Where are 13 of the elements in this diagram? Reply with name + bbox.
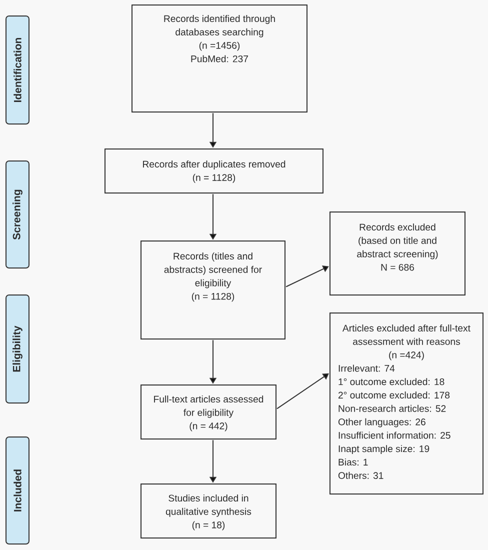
flow-box: Full-text articles assessed for eligibility (n = 442) xyxy=(140,384,276,440)
flow-box: Studies included in qualitative synthesis (n = 18) xyxy=(140,484,276,538)
arrow xyxy=(276,373,329,410)
arrow xyxy=(286,266,329,288)
exclusion-box: Records excluded (based on title and abstract screening) N = 686 xyxy=(330,212,466,296)
stage-band: Included xyxy=(6,436,30,544)
exclusion-box: Articles excluded after full-text assessment with reasons (n =424) Irrelevant: 74 1° outcome excluded: 18 2° outcome excluded: 178 Non-research articles: 52 Other languages: 26 Insufficient information: 25 Inapt sample size: 19 Bias: 1 Others: 31 xyxy=(330,312,484,494)
stage-band: Identification xyxy=(6,16,30,124)
stage-band: Eligibility xyxy=(6,294,30,404)
flow-box: Records after duplicates removed (n = 1128) xyxy=(104,148,324,194)
stage-band: Screening xyxy=(6,160,30,268)
flow-box: Records identified through databases searching (n =1456) PubMed: 237 xyxy=(132,4,308,112)
flow-box: Records (titles and abstracts) screened for eligibility (n = 1128) xyxy=(140,240,286,340)
